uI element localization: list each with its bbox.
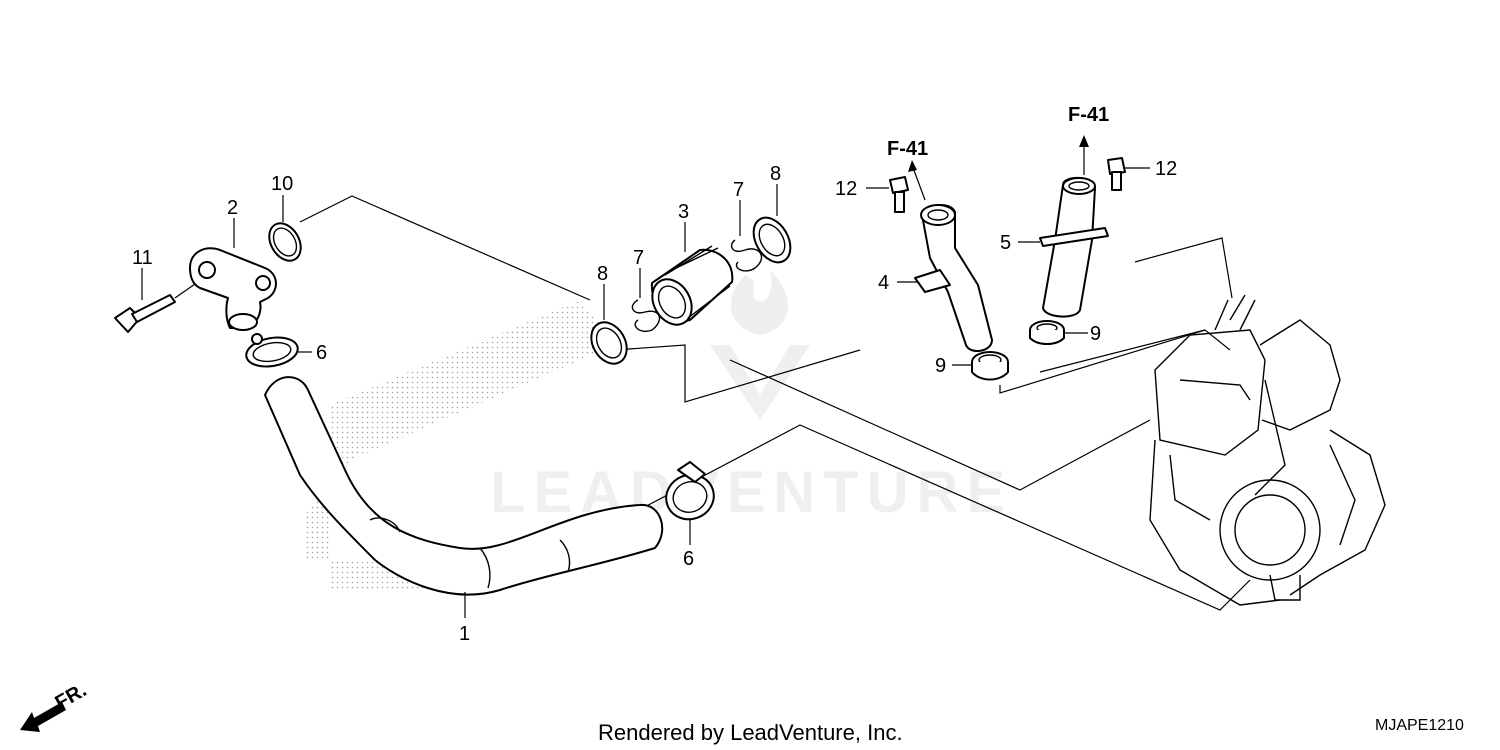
callout-2: 2 [227, 197, 238, 219]
assembly-guide-lines [299, 195, 1251, 611]
elbow-flange-bolt[interactable] [114, 294, 176, 333]
pipe-seal-left[interactable] [971, 351, 1009, 381]
shading-zone [305, 300, 615, 590]
engine-reference-outline [1149, 294, 1386, 606]
callout-9-left: 9 [935, 355, 946, 377]
water-outlet-pipe-right[interactable] [1039, 176, 1109, 318]
callout-4: 4 [878, 272, 889, 294]
hose-clamp-lower[interactable] [660, 461, 720, 526]
connector-o-ring-left[interactable] [584, 316, 634, 370]
watermark-logo [710, 270, 810, 420]
pipe-bolt-left[interactable] [889, 176, 909, 213]
radiator-hose[interactable] [264, 376, 664, 596]
elbow-o-ring[interactable] [263, 218, 307, 267]
callout-9-right: 9 [1090, 323, 1101, 345]
water-outlet-pipe-left[interactable] [914, 204, 993, 352]
callout-12-right: 12 [1155, 158, 1177, 180]
callout-11: 11 [132, 247, 153, 269]
callout-10: 10 [271, 173, 293, 195]
water-elbow-joint[interactable] [189, 247, 277, 331]
pipe-seal-right[interactable] [1029, 320, 1065, 345]
callout-7-right: 7 [733, 179, 744, 201]
callout-12-left: 12 [835, 178, 857, 200]
callout-8-left: 8 [597, 263, 608, 285]
callout-6-upper: 6 [316, 342, 327, 364]
hose-clamp-upper[interactable] [244, 333, 300, 371]
water-pipe-connector[interactable] [644, 245, 734, 332]
watermark-text: LEADVENTURE [490, 460, 1013, 525]
reference-right: F-41 [1068, 104, 1109, 126]
retaining-clip-right[interactable] [730, 239, 763, 272]
callout-5: 5 [1000, 232, 1011, 254]
callout-7-left: 7 [633, 247, 644, 269]
reference-left: F-41 [887, 138, 928, 160]
diagram-code: MJAPE1210 [1375, 717, 1464, 734]
rendered-by-credit: Rendered by LeadVenture, Inc. [598, 720, 903, 745]
connector-o-ring-right[interactable] [746, 211, 798, 269]
callout-1: 1 [459, 623, 470, 645]
callout-6-lower: 6 [683, 548, 694, 570]
pipe-bolt-right[interactable] [1107, 157, 1126, 191]
callout-8-right: 8 [770, 163, 781, 185]
front-direction-arrow [20, 702, 66, 732]
callout-3: 3 [678, 201, 689, 223]
